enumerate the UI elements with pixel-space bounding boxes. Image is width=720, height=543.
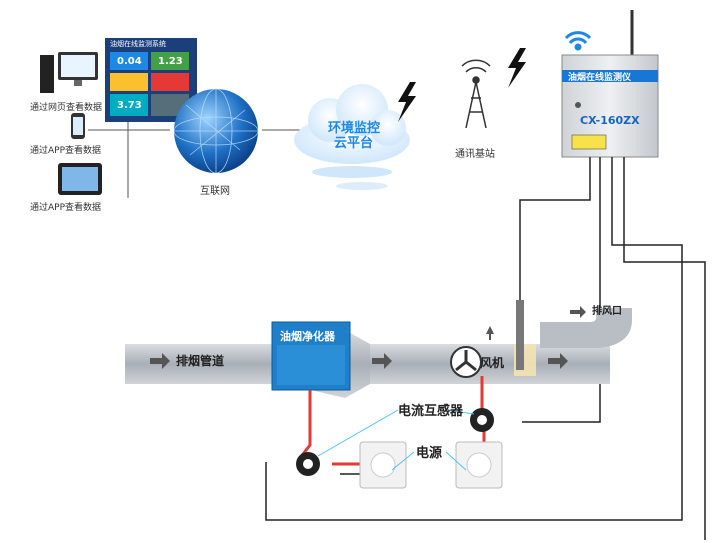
base-station-label: 通讯基站 — [455, 149, 495, 160]
sensor-probe — [514, 300, 536, 376]
leader-lines — [317, 409, 475, 471]
cloud-platform-icon — [294, 84, 410, 190]
wifi-icon — [564, 31, 592, 51]
purifier-label: 油烟净化器 — [280, 330, 335, 343]
screen-value: 1.23 — [158, 56, 183, 67]
power-socket-icon — [359, 441, 503, 489]
screen-value: 0.04 — [117, 56, 142, 67]
monitor-device-box — [561, 54, 659, 158]
current-transformer-icon — [296, 408, 494, 476]
internet-globe-icon — [173, 88, 259, 174]
web-view-label: 通过网页查看数据 — [30, 103, 103, 113]
monitor-name: 油烟在线监测仪 — [568, 73, 632, 83]
exhaust-label: 排风口 — [592, 306, 622, 317]
tablet-view-label: 通过APP查看数据 — [30, 203, 102, 213]
desktop-computer-icon — [40, 52, 98, 93]
base-station-tower-icon — [461, 59, 491, 129]
fan-icon — [450, 346, 482, 378]
ct-label: 电流互感器 — [398, 404, 464, 419]
tablet-icon — [58, 163, 102, 195]
flow-arrow-icon — [150, 306, 586, 369]
screen-title: 油烟在线监测系统 — [110, 40, 166, 48]
signal-wires — [265, 157, 706, 540]
cloud-label: 云平台 — [334, 136, 374, 151]
fan-label: 风机 — [480, 356, 505, 370]
internet-label: 互联网 — [200, 186, 230, 197]
duct-label: 排烟管道 — [176, 354, 225, 368]
monitor-model: CX-160ZX — [580, 114, 640, 127]
cloud-label: 环境监控 — [328, 121, 381, 136]
screen-value: 3.73 — [117, 100, 142, 111]
purifier-box — [271, 321, 351, 391]
power-label: 电源 — [416, 446, 443, 461]
phone-icon — [71, 113, 85, 139]
lightning-icon — [508, 48, 526, 88]
app-view-label: 通过APP查看数据 — [30, 146, 102, 156]
lightning-icon — [398, 82, 416, 122]
